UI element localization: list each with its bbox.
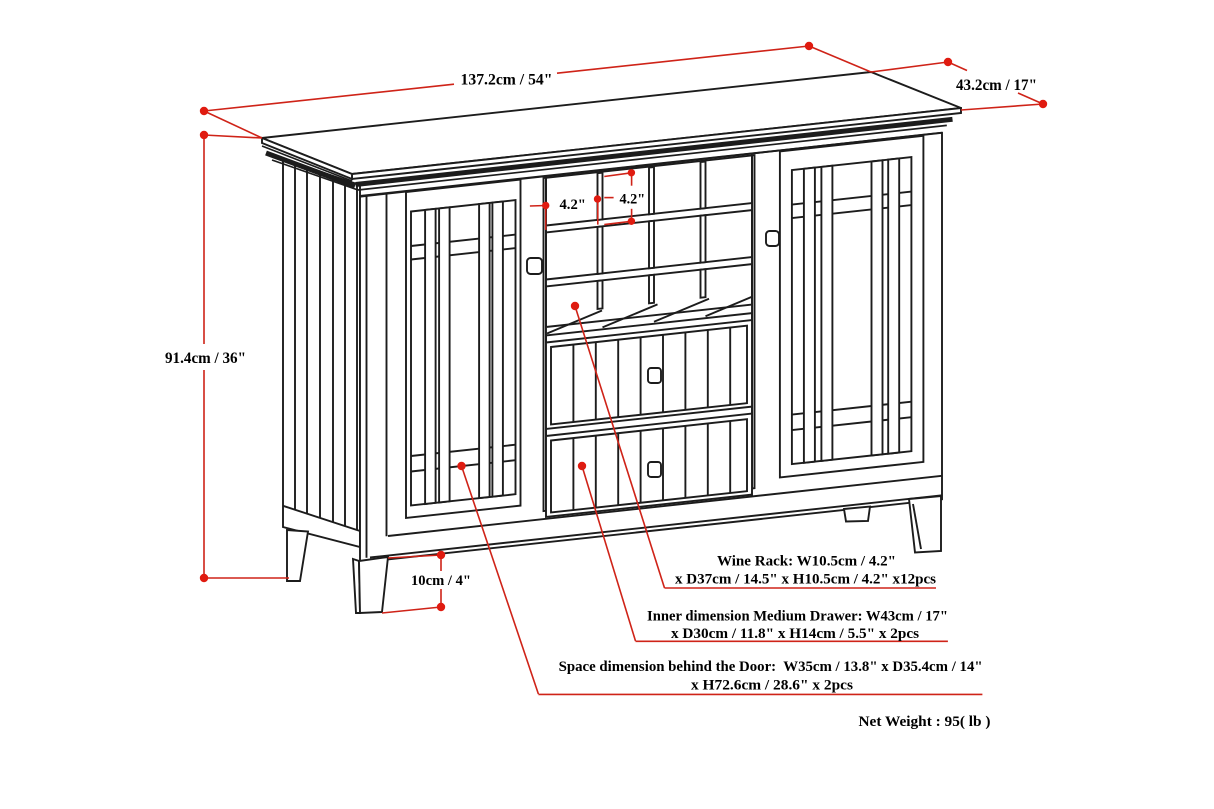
svg-text:91.4cm / 36": 91.4cm / 36" <box>165 350 246 367</box>
svg-text:x D30cm / 11.8" x H14cm / 5.5": x D30cm / 11.8" x H14cm / 5.5" x 2pcs <box>671 625 919 642</box>
svg-text:10cm / 4": 10cm / 4" <box>411 573 471 589</box>
svg-text:x H72.6cm / 28.6" x 2pcs: x H72.6cm / 28.6" x 2pcs <box>691 677 853 694</box>
svg-text:Space dimension behind the Doo: Space dimension behind the Door: W35cm /… <box>559 658 983 675</box>
svg-text:137.2cm / 54": 137.2cm / 54" <box>461 72 553 89</box>
svg-text:x D37cm / 14.5" x H10.5cm / 4.: x D37cm / 14.5" x H10.5cm / 4.2" x12pcs <box>675 571 936 588</box>
svg-text:Net Weight : 95( lb ): Net Weight : 95( lb ) <box>859 713 991 730</box>
svg-text:Inner dimension Medium Drawer:: Inner dimension Medium Drawer: W43cm / 1… <box>647 608 948 625</box>
svg-text:4.2": 4.2" <box>560 197 586 213</box>
svg-text:Wine Rack: W10.5cm / 4.2": Wine Rack: W10.5cm / 4.2" <box>717 553 896 570</box>
svg-text:43.2cm / 17": 43.2cm / 17" <box>956 77 1037 94</box>
svg-text:4.2": 4.2" <box>620 192 646 208</box>
